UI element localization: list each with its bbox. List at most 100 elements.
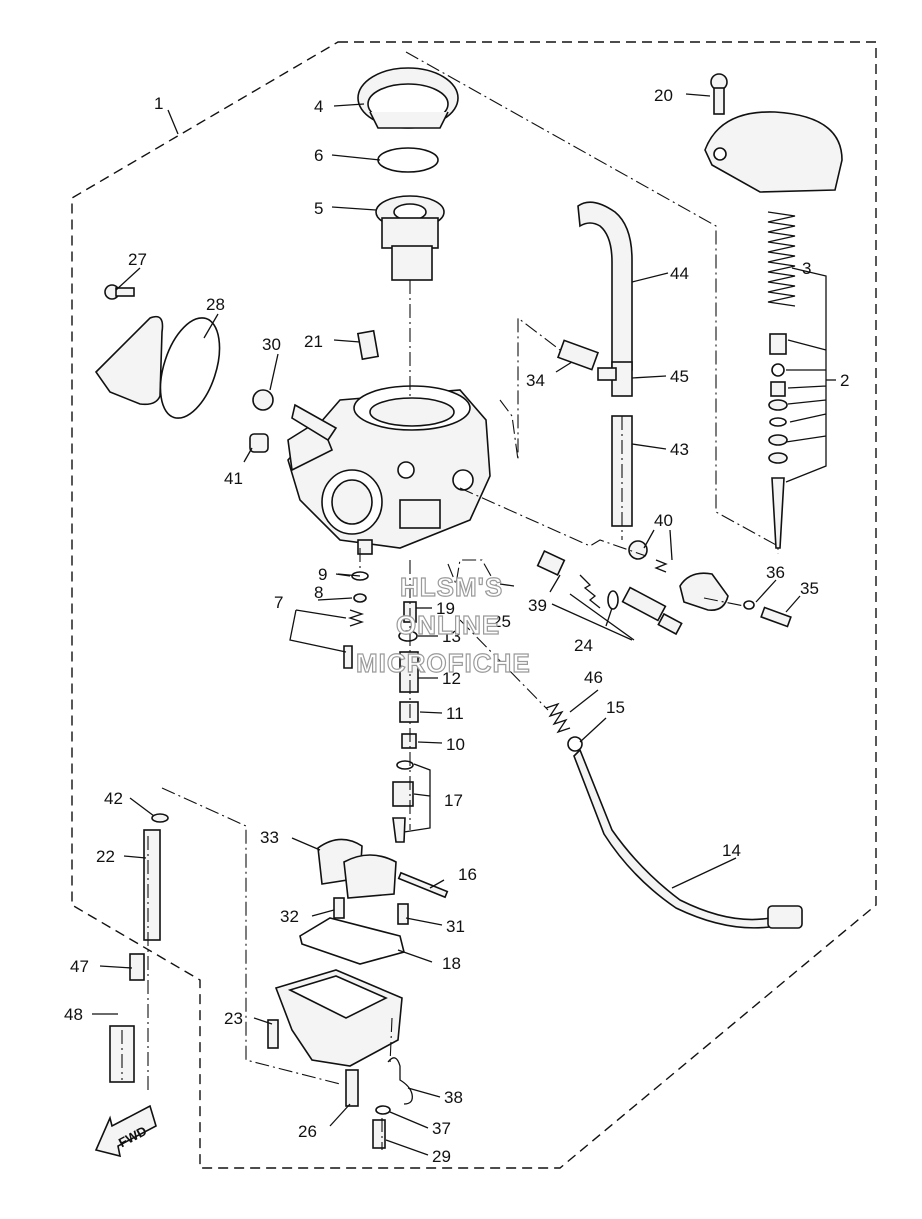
part-washer-8	[353, 593, 367, 603]
part-cap-small	[249, 433, 269, 453]
part-screw-35	[760, 606, 792, 628]
callout-26: 26	[298, 1122, 317, 1141]
callout-9: 9	[318, 565, 327, 584]
callout-38: 38	[444, 1088, 463, 1107]
watermark: HLSM'S ONLINE MICROFICHE	[355, 571, 531, 678]
part-throttle-cable	[573, 748, 778, 929]
callout-29: 29	[432, 1147, 451, 1166]
callout-25: 25	[492, 612, 511, 631]
callout-19: 19	[436, 599, 455, 618]
alignment-lines	[121, 51, 779, 1150]
callout-12: 12	[442, 669, 461, 688]
callout-18: 18	[442, 954, 461, 973]
callout-14: 14	[722, 841, 741, 860]
callout-34: 34	[526, 371, 545, 390]
leader-lines	[92, 93, 836, 1156]
part-cable-nut	[767, 905, 803, 929]
part-screw-23	[267, 1019, 279, 1049]
callout-31: 31	[446, 917, 465, 936]
callout-33: 33	[260, 828, 279, 847]
part-washer-36	[743, 600, 755, 610]
part-piston-valve	[375, 195, 445, 281]
part-float-chamber	[274, 969, 403, 1067]
part-screw-32	[333, 897, 345, 919]
part-screw-27	[104, 284, 135, 300]
callout-15: 15	[606, 698, 625, 717]
part-washer-15	[567, 736, 583, 752]
callout-24: 24	[574, 636, 593, 655]
callout-44: 44	[670, 264, 689, 283]
callout-21: 21	[304, 332, 323, 351]
callout-8: 8	[314, 583, 323, 602]
callout-30: 30	[262, 335, 281, 354]
callout-2: 2	[840, 371, 849, 390]
part-holder-11	[399, 701, 419, 723]
part-washer-spring	[628, 540, 668, 573]
callout-10: 10	[446, 735, 465, 754]
part-collar	[556, 339, 600, 371]
callout-40: 40	[654, 511, 673, 530]
callout-45: 45	[670, 367, 689, 386]
callout-13: 13	[442, 627, 461, 646]
fwd-arrow-icon: FWD	[94, 1104, 157, 1158]
callout-4: 4	[314, 97, 323, 116]
callout-36: 36	[766, 563, 785, 582]
part-spring-7	[347, 609, 365, 627]
part-screw-29	[372, 1119, 386, 1149]
part-o-ring-13	[398, 630, 418, 642]
part-top-cap	[704, 111, 843, 193]
watermark-line-2: ONLINE	[396, 610, 500, 640]
part-screw-31	[397, 903, 409, 925]
assembly-boundary	[71, 41, 877, 1169]
callout-7: 7	[274, 593, 283, 612]
callout-22: 22	[96, 847, 115, 866]
callout-5: 5	[314, 199, 323, 218]
part-o-ring-17	[396, 760, 414, 770]
callout-41: 41	[224, 469, 243, 488]
callout-27: 27	[128, 250, 147, 269]
part-spring	[767, 211, 796, 307]
watermark-line-1: HLSM'S	[400, 572, 503, 602]
part-needle-valve-17	[392, 817, 406, 843]
part-float-pin	[397, 871, 449, 899]
part-adjust-screw	[621, 586, 683, 636]
callout-23: 23	[224, 1009, 243, 1028]
callout-20: 20	[654, 86, 673, 105]
part-t-fitting	[597, 361, 633, 397]
watermark-line-3: MICROFICHE	[356, 648, 531, 678]
callout-3: 3	[802, 259, 811, 278]
callout-labels: 1 2 3 4 5 6 7 8 9 10 11 12 13 14 15 16 1…	[64, 86, 849, 1166]
callout-47: 47	[70, 957, 89, 976]
part-float-gasket	[299, 917, 405, 965]
part-o-ring-large	[159, 317, 221, 419]
part-clip-42	[151, 813, 169, 823]
part-throttle-spring	[545, 702, 571, 734]
callout-42: 42	[104, 789, 123, 808]
part-needle-jet-12	[399, 651, 419, 693]
part-o-ring-top	[377, 147, 439, 173]
part-clip	[387, 1057, 413, 1105]
part-tube-22	[143, 829, 161, 941]
part-cover-plate	[94, 315, 164, 406]
callout-48: 48	[64, 1005, 83, 1024]
part-valve-seat-17	[392, 781, 414, 807]
part-float	[317, 838, 397, 899]
part-vent-hose	[577, 201, 633, 371]
part-o-ring-24	[607, 590, 619, 610]
part-drain-screw	[345, 1069, 359, 1107]
part-fitting-47	[129, 953, 145, 981]
callout-6: 6	[314, 146, 323, 165]
part-nut	[252, 389, 274, 411]
part-pilot-screw	[536, 550, 601, 609]
callout-39: 39	[528, 596, 547, 615]
callout-11: 11	[446, 704, 464, 723]
callout-43: 43	[670, 440, 689, 459]
part-side-cover	[679, 572, 729, 612]
part-jet-needle-set	[768, 333, 788, 549]
callout-35: 35	[800, 579, 819, 598]
part-cap-screw	[710, 73, 728, 115]
callout-16: 16	[458, 865, 477, 884]
callout-37: 37	[432, 1119, 451, 1138]
